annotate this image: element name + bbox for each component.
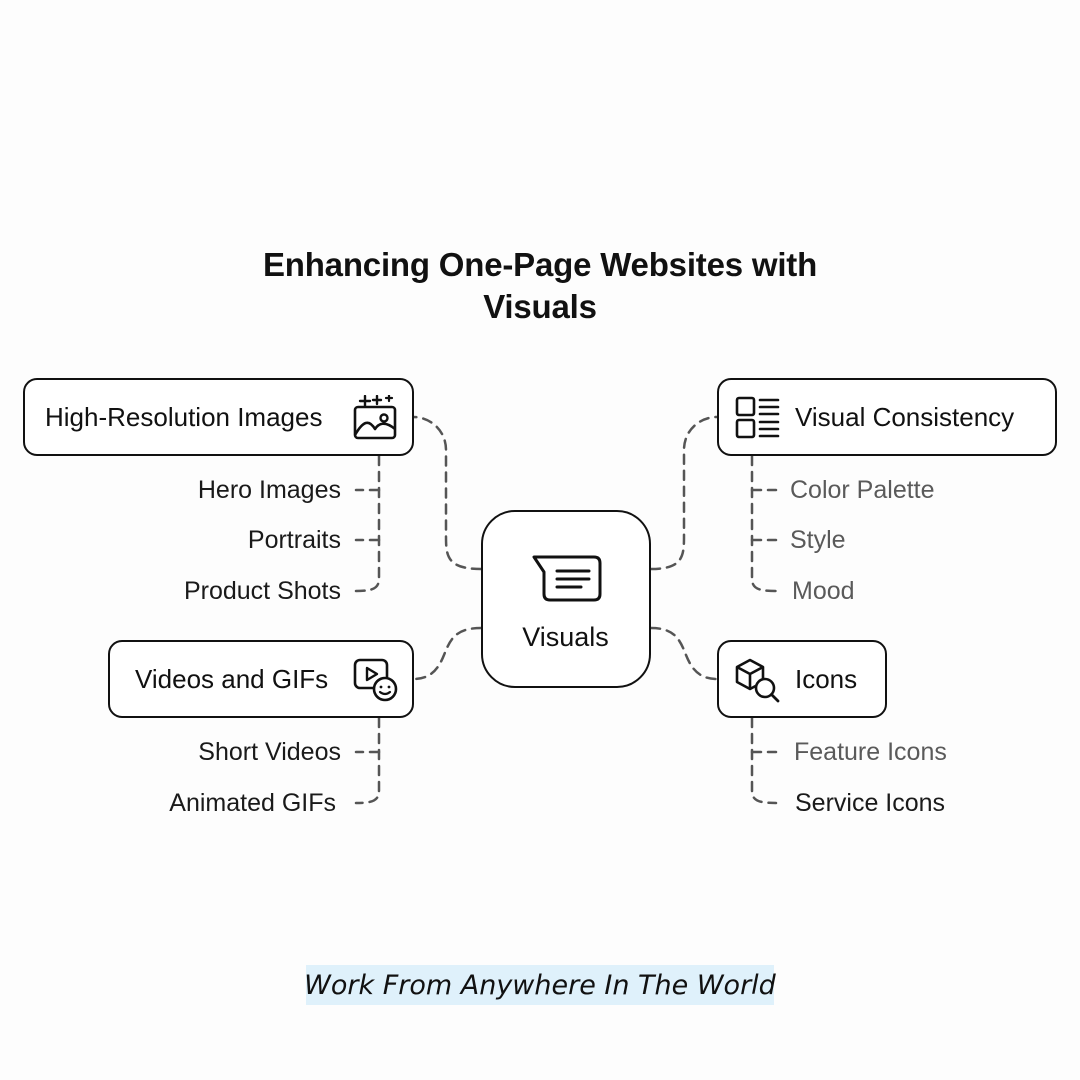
- connector-center-to-icons: [649, 626, 719, 681]
- leaf-color-palette: Color Palette: [790, 476, 935, 504]
- diagram-title-line-1: Enhancing One-Page Websites with: [262, 246, 818, 283]
- footer-tagline: Work From Anywhere In The World: [304, 965, 776, 1005]
- branch-node-visual-consistency: Visual Consistency: [717, 378, 1057, 456]
- leaf-short-videos: Short Videos: [198, 738, 341, 766]
- sparkle-image-icon: [351, 395, 399, 441]
- branch-label-icons: Icons: [795, 663, 858, 694]
- footer-tagline-text: Work From Anywhere In The World: [304, 969, 776, 1001]
- branch-label-high-resolution-images: High-Resolution Images: [45, 401, 323, 432]
- branch-label-visual-consistency: Visual Consistency: [795, 401, 1015, 432]
- connector-center-to-high-resolution: [411, 415, 483, 571]
- leaf-service-icons: Service Icons: [795, 789, 946, 817]
- branch-label-videos-and-gifs: Videos and GIFs: [135, 663, 329, 694]
- connector-icons-trunk: [750, 716, 778, 805]
- branch-node-high-resolution-images: High-Resolution Images: [23, 378, 414, 456]
- connector-high-resolution-trunk: [354, 454, 381, 593]
- center-node-visuals: Visuals: [481, 510, 651, 688]
- chat-message-icon: [532, 555, 602, 602]
- video-sticker-icon: [353, 657, 399, 703]
- connector-center-to-visual-consistency: [649, 415, 719, 571]
- leaf-hero-images: Hero Images: [197, 476, 341, 504]
- connector-videos-trunk: [354, 716, 381, 805]
- branch-node-icons: Icons: [717, 640, 887, 718]
- connector-center-to-videos: [411, 626, 483, 681]
- leaf-animated-gifs: Animated GIFs: [169, 789, 336, 817]
- leaf-mood: Mood: [792, 577, 855, 605]
- branch-node-videos-and-gifs: Videos and GIFs: [108, 640, 414, 718]
- leaf-portraits: Portraits: [247, 526, 341, 554]
- cube-search-icon: [734, 657, 780, 703]
- leaf-feature-icons: Feature Icons: [794, 738, 947, 766]
- connector-visual-consistency-trunk: [750, 454, 778, 593]
- leaf-style: Style: [790, 526, 846, 554]
- layout-list-icon: [734, 395, 780, 441]
- center-node-label: Visuals: [522, 622, 609, 652]
- leaf-product-shots: Product Shots: [183, 577, 341, 605]
- diagram-title-line-2: Visuals: [483, 288, 597, 325]
